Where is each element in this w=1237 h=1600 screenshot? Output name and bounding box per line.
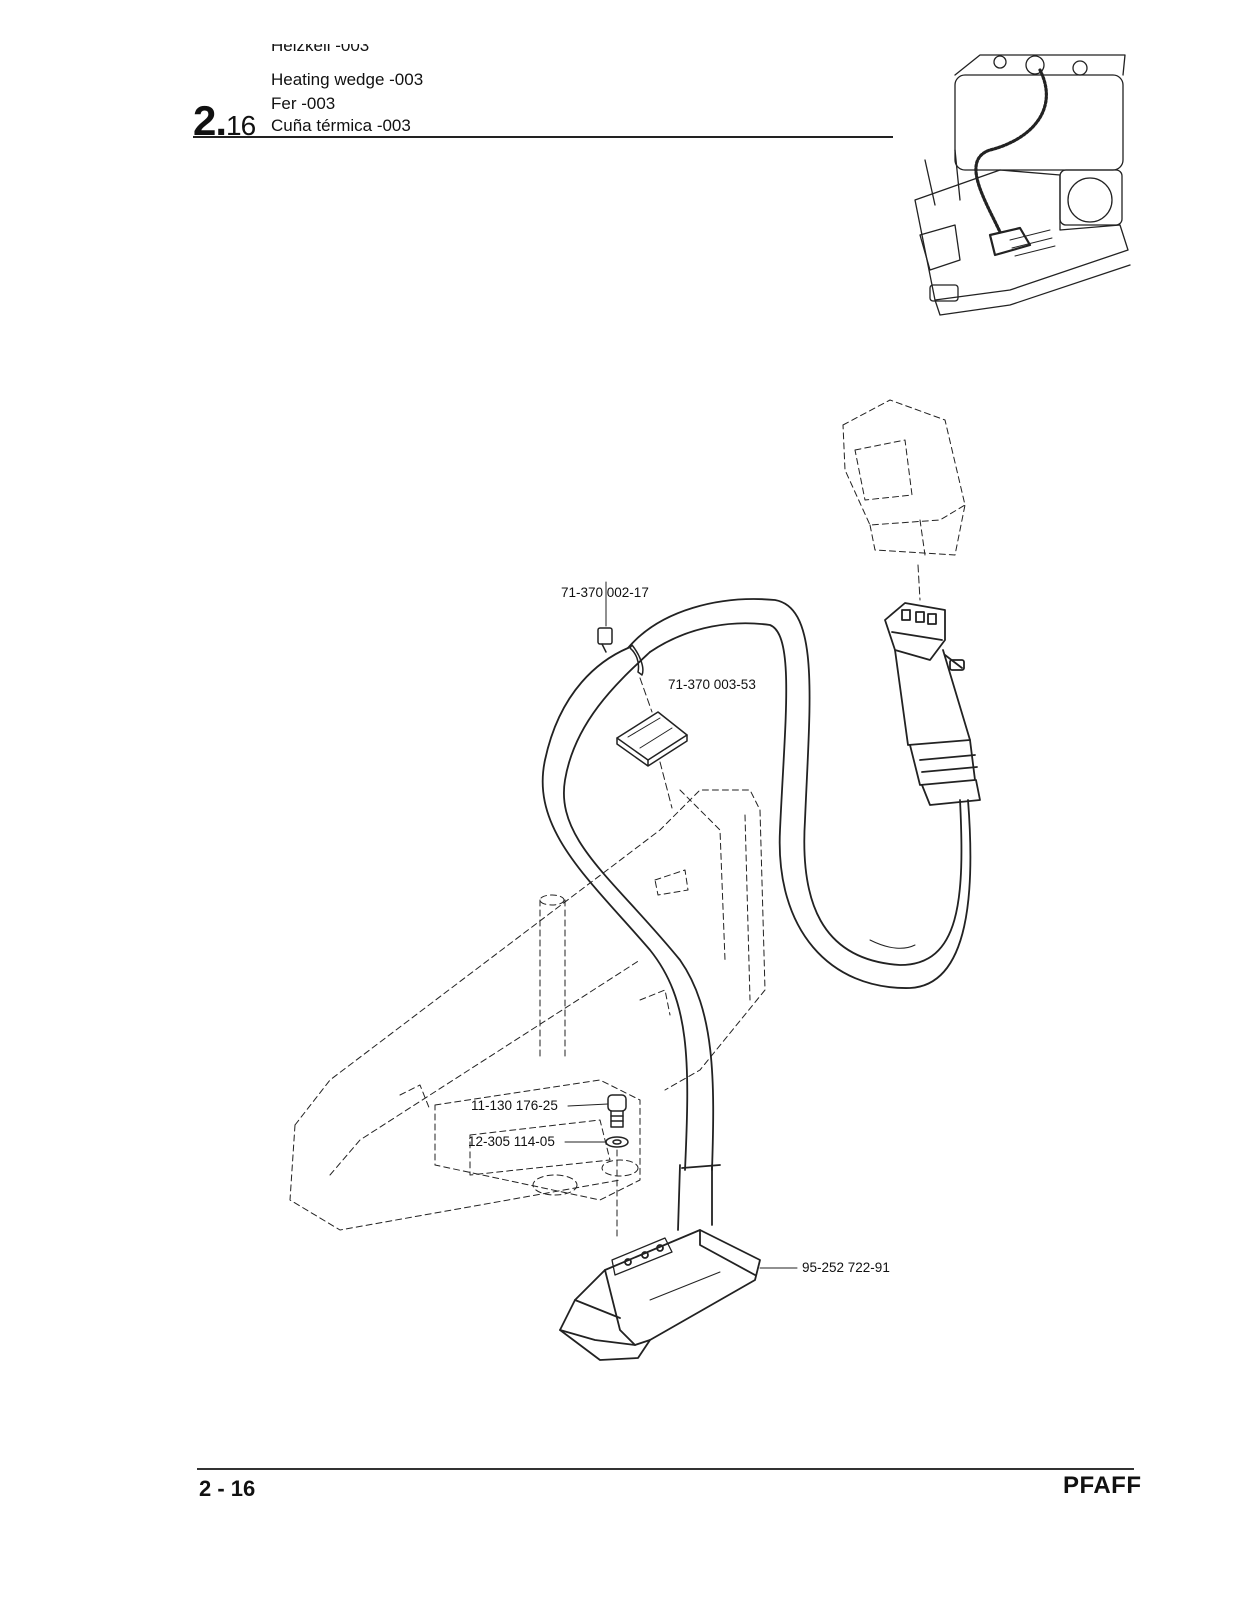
brand-logo: PFAFF xyxy=(1063,1472,1142,1499)
machine-context-outline xyxy=(289,399,966,1231)
machine-overview-thumbnail xyxy=(914,54,1131,316)
leader-lines xyxy=(564,1103,798,1269)
title-german: Heizkeil -003 xyxy=(271,44,370,55)
title-english: Heating wedge -003 xyxy=(271,70,424,89)
footer-rule xyxy=(197,1468,1134,1470)
part-label-tie-mount: 71-370 003-53 xyxy=(668,677,756,692)
part-label-cable-tie: 71-370 002-17 xyxy=(561,585,649,600)
part-label-screw: 11-130 176-25 xyxy=(471,1098,558,1113)
page-number: 2 - 16 xyxy=(199,1476,256,1501)
cable-tie xyxy=(597,581,644,676)
cable-tie-mount xyxy=(616,677,688,809)
heating-wedge xyxy=(559,1229,761,1361)
section-number: 2.16 xyxy=(193,97,256,144)
heating-wedge-cable xyxy=(541,598,972,1231)
title-spanish: Cuña térmica -003 xyxy=(271,116,411,135)
title-french: Fer -003 xyxy=(271,94,336,113)
screw-and-washer xyxy=(605,1094,629,1241)
plug-connector xyxy=(884,564,981,806)
part-label-washer: 12-305 114-05 xyxy=(468,1134,555,1149)
header-rule xyxy=(193,136,893,138)
part-label-heating-wedge: 95-252 722-91 xyxy=(802,1260,890,1275)
